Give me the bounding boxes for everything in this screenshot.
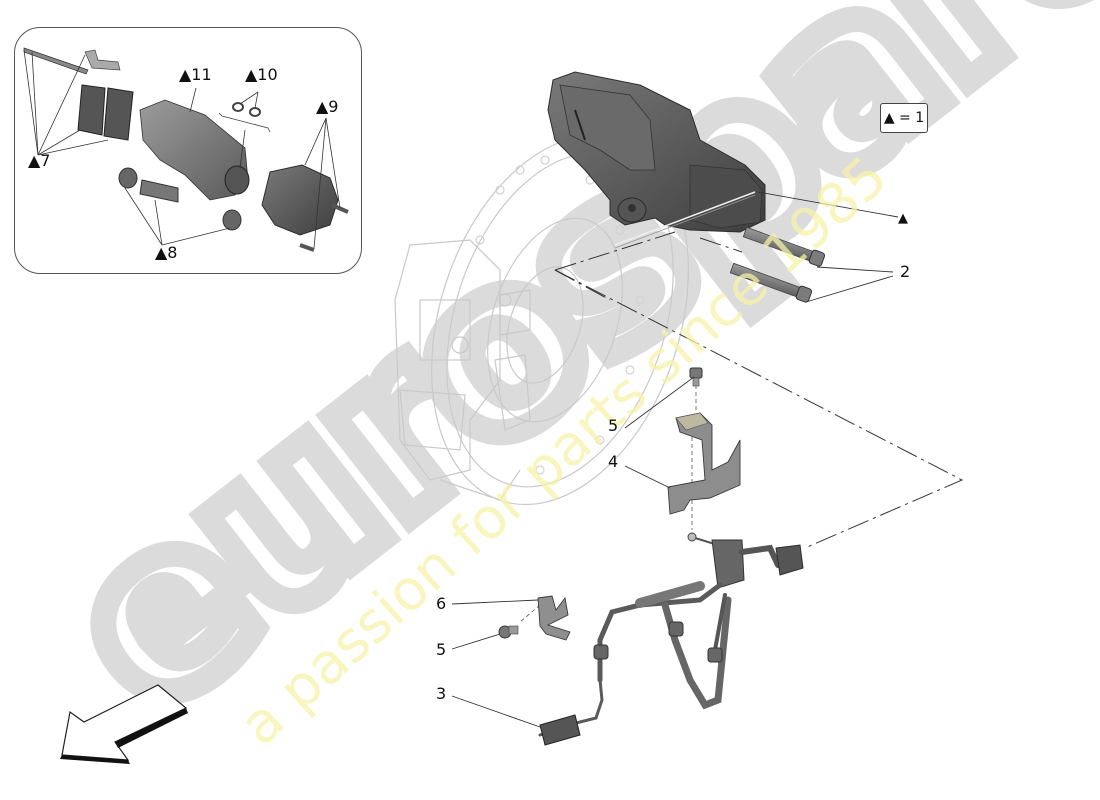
leader-lines (451, 191, 899, 728)
callout-label[interactable]: ▲8 (155, 243, 178, 262)
callout-label[interactable]: ▲11 (179, 65, 212, 84)
inset-leader-lines (23, 49, 341, 249)
bracket-6 (537, 595, 571, 641)
legend-text: ▲ = 1 (883, 110, 925, 126)
arrow-front-left-icon (60, 684, 188, 764)
callout-label[interactable]: 2 (900, 262, 911, 281)
callout-label[interactable]: ▲9 (316, 97, 339, 116)
callout-label[interactable]: 4 (608, 452, 619, 471)
legend-box: ▲ = 1 (880, 103, 928, 133)
bracket-4 (667, 412, 741, 515)
sensor-harness (538, 532, 804, 746)
callout-label[interactable]: ▲ (898, 211, 908, 226)
callout-label[interactable]: 5 (436, 640, 447, 659)
assembly-lines (554, 231, 964, 549)
bolt-5-upper (689, 367, 703, 387)
callout-label[interactable]: 6 (436, 594, 447, 613)
inset-parts (23, 47, 349, 252)
callout-label[interactable]: ▲7 (28, 151, 51, 170)
inset-detail-box (14, 27, 362, 274)
brake-caliper (547, 71, 766, 249)
caliper-bolts (729, 226, 826, 303)
callout-label[interactable]: 5 (608, 416, 619, 435)
callout-label[interactable]: 3 (436, 684, 447, 703)
bolt-5-lower (498, 625, 519, 639)
callout-label[interactable]: ▲10 (245, 65, 278, 84)
